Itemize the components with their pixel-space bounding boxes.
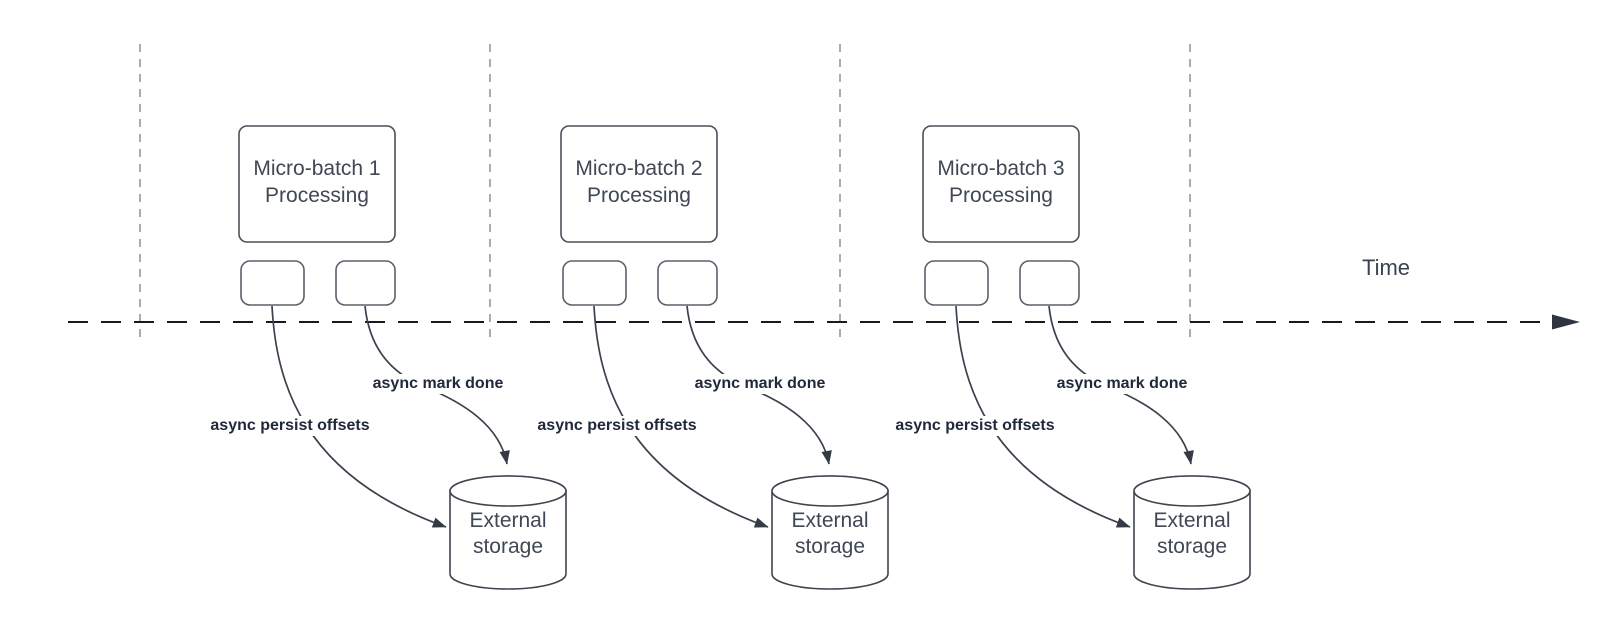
batch3-persist-offsets-arrow bbox=[955, 305, 1131, 528]
batch1-persist-offsets-arrow bbox=[271, 305, 447, 528]
batch2-processing-box bbox=[560, 125, 718, 243]
batch1-external-storage-cylinder bbox=[449, 475, 567, 590]
time-axis-arrowhead-icon bbox=[1552, 314, 1580, 330]
batch2-external-storage-cylinder bbox=[771, 475, 889, 590]
batch1-markdone-task-box bbox=[335, 260, 396, 306]
batch2-mark-done-arrow bbox=[686, 305, 832, 465]
timeline-guides bbox=[139, 44, 1191, 338]
batch1-group bbox=[238, 125, 567, 590]
batch1-mark-done-arrow bbox=[364, 305, 510, 465]
batch3-group bbox=[922, 125, 1251, 590]
batch3-mark-done-arrow bbox=[1048, 305, 1194, 465]
batch3-markdone-task-box bbox=[1019, 260, 1080, 306]
time-axis bbox=[68, 314, 1580, 330]
batch2-offsets-task-box bbox=[562, 260, 627, 306]
batch2-group bbox=[560, 125, 889, 590]
cylinder-top bbox=[449, 475, 567, 507]
batch2-persist-offsets-arrow bbox=[593, 305, 769, 528]
batch3-processing-box bbox=[922, 125, 1080, 243]
cylinder-top bbox=[1133, 475, 1251, 507]
batch2-markdone-task-box bbox=[657, 260, 718, 306]
batch1-processing-box bbox=[238, 125, 396, 243]
batch1-offsets-task-box bbox=[240, 260, 305, 306]
cylinder-top bbox=[771, 475, 889, 507]
batch3-offsets-task-box bbox=[924, 260, 989, 306]
batch3-external-storage-cylinder bbox=[1133, 475, 1251, 590]
